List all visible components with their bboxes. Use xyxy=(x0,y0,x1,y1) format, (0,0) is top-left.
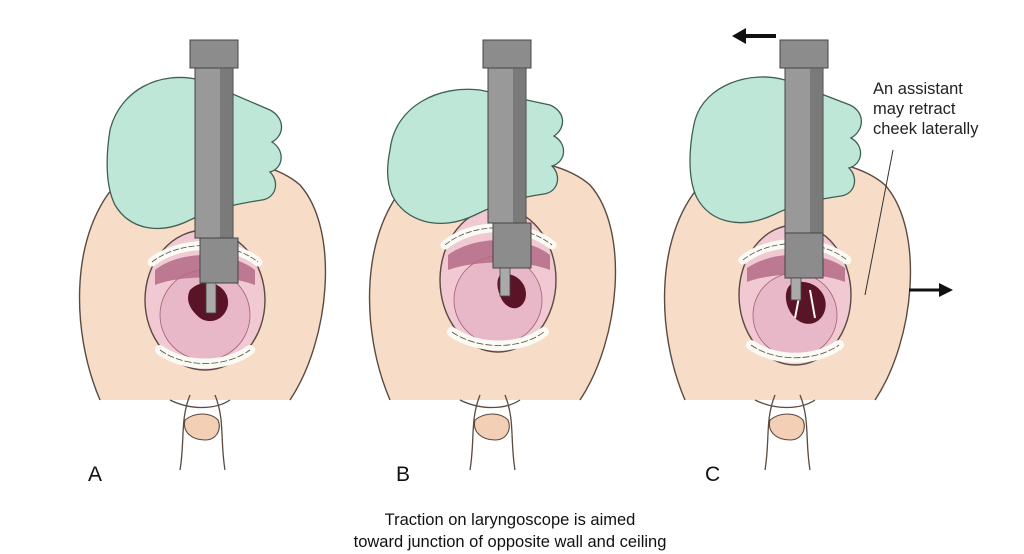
lower-teeth-outline xyxy=(750,344,840,359)
lower-teeth-outline xyxy=(159,349,251,364)
larynx xyxy=(768,413,805,441)
panel-label-b: B xyxy=(396,463,411,486)
larynx xyxy=(473,413,510,441)
caption-line: Traction on laryngoscope is aimed xyxy=(384,511,636,529)
annotation-line: An assistant xyxy=(873,80,963,98)
laryngoscope-handle-top xyxy=(779,39,829,69)
laryngoscope-blade xyxy=(205,282,217,314)
chin-neck xyxy=(169,394,231,471)
laryngoscope-shade xyxy=(810,68,823,233)
figure-caption: Traction on laryngoscope is aimed toward… xyxy=(300,509,720,553)
laryngoscope-blade xyxy=(499,267,511,297)
larynx xyxy=(183,413,220,441)
laryngoscope-shade xyxy=(513,68,526,223)
laryngoscope-hinge xyxy=(784,232,824,279)
lower-teeth-outline xyxy=(451,331,545,346)
laryngoscope-hinge xyxy=(492,222,532,269)
laryngoscope-handle-top xyxy=(482,39,532,69)
panel-c-illustration xyxy=(663,39,912,471)
panel-a: A xyxy=(40,0,340,500)
chin-neck xyxy=(459,394,521,471)
panel-b-illustration xyxy=(368,39,617,471)
panel-b: B xyxy=(330,0,630,500)
annotation-line: may retract xyxy=(873,100,956,118)
caption-line: toward junction of opposite wall and cei… xyxy=(353,533,667,551)
panel-a-illustration xyxy=(78,39,327,471)
laryngoscope-hinge xyxy=(199,237,239,284)
panel-label-a: A xyxy=(88,463,103,486)
right-arrow-icon xyxy=(909,283,953,297)
assistant-annotation: An assistant may retract cheek laterally xyxy=(873,79,1018,139)
laryngoscope-handle-top xyxy=(189,39,239,69)
chin-neck xyxy=(754,394,816,471)
panel-c: C xyxy=(625,0,925,500)
laryngoscope-blade xyxy=(790,277,802,301)
laryngoscope-shade xyxy=(220,68,233,238)
panel-label-c: C xyxy=(705,463,721,486)
annotation-pointer xyxy=(864,149,894,296)
left-arrow-icon xyxy=(732,28,776,44)
tongue xyxy=(453,255,543,345)
annotation-line: cheek laterally xyxy=(873,120,979,138)
upper-teeth-outline xyxy=(742,243,848,261)
